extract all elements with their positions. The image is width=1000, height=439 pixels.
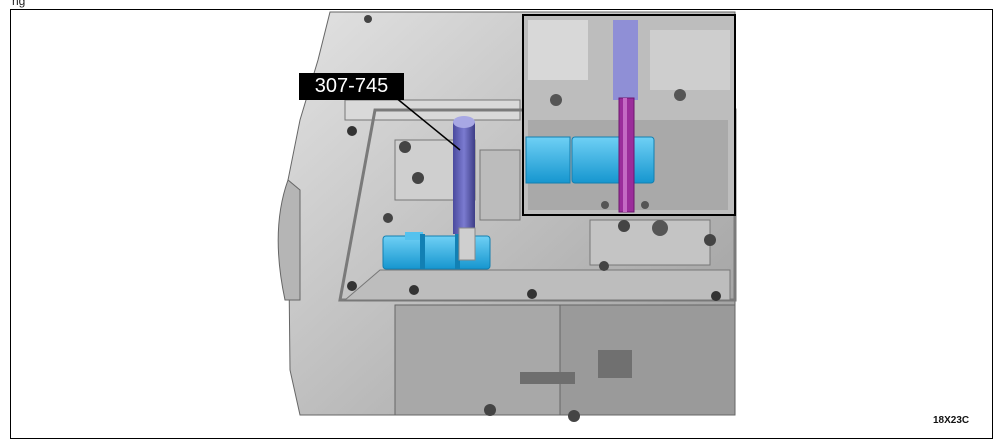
special-tool-307-745 bbox=[453, 116, 476, 261]
callout-leader-line bbox=[394, 96, 461, 151]
figure-reference-code: 18X23C bbox=[933, 415, 970, 426]
header-text-fragment: ng bbox=[12, 0, 26, 8]
tool-number-callout: 307-745 bbox=[299, 73, 404, 100]
detail-inset bbox=[522, 14, 736, 216]
transmission-illustration bbox=[277, 11, 737, 422]
